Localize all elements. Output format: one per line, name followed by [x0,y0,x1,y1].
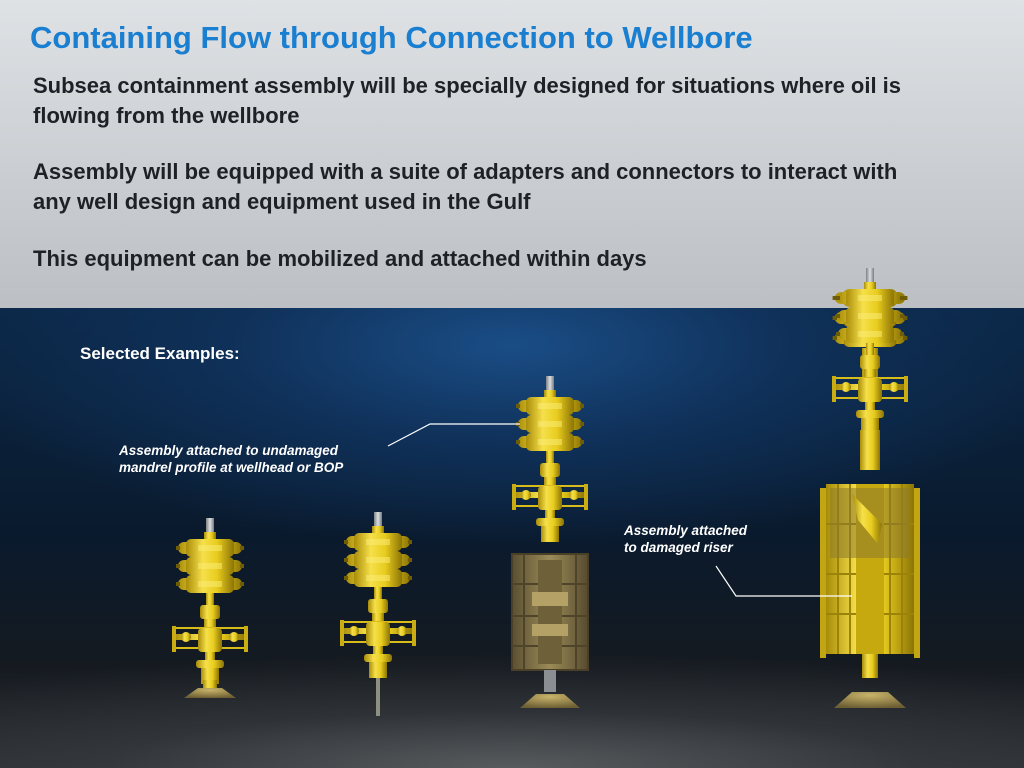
bullet-mobilization: This equipment can be mobilized and atta… [33,246,647,271]
assembly-wellhead-mandrel [340,512,416,716]
caption-damaged-line-1: Assembly attached [624,523,748,538]
assembly-damaged-riser [820,268,920,708]
caption-damaged-line-2: to damaged riser [624,540,733,555]
caption-undamaged-line-1: Assembly attached to undamaged [119,443,339,458]
bullet-adapters: Assembly will be equipped with a suite o… [33,159,898,214]
text-panel [0,0,1024,308]
assembly-with-bop-frame [511,376,589,708]
slide-title: Containing Flow through Connection to We… [30,20,753,55]
examples-heading: Selected Examples: [80,344,240,363]
caption-undamaged-line-2: mandrel profile at wellhead or BOP [119,460,344,475]
caption-undamaged-mandrel: Assembly attached to undamaged mandrel p… [119,442,399,476]
leader-line-damaged [715,565,852,597]
caption-damaged-riser: Assembly attached to damaged riser [624,522,824,556]
assembly-wellhead-short [172,518,248,698]
bullet-mandrel-design: Subsea containment assembly will be spec… [33,73,902,128]
leader-line-undamaged [387,423,520,447]
